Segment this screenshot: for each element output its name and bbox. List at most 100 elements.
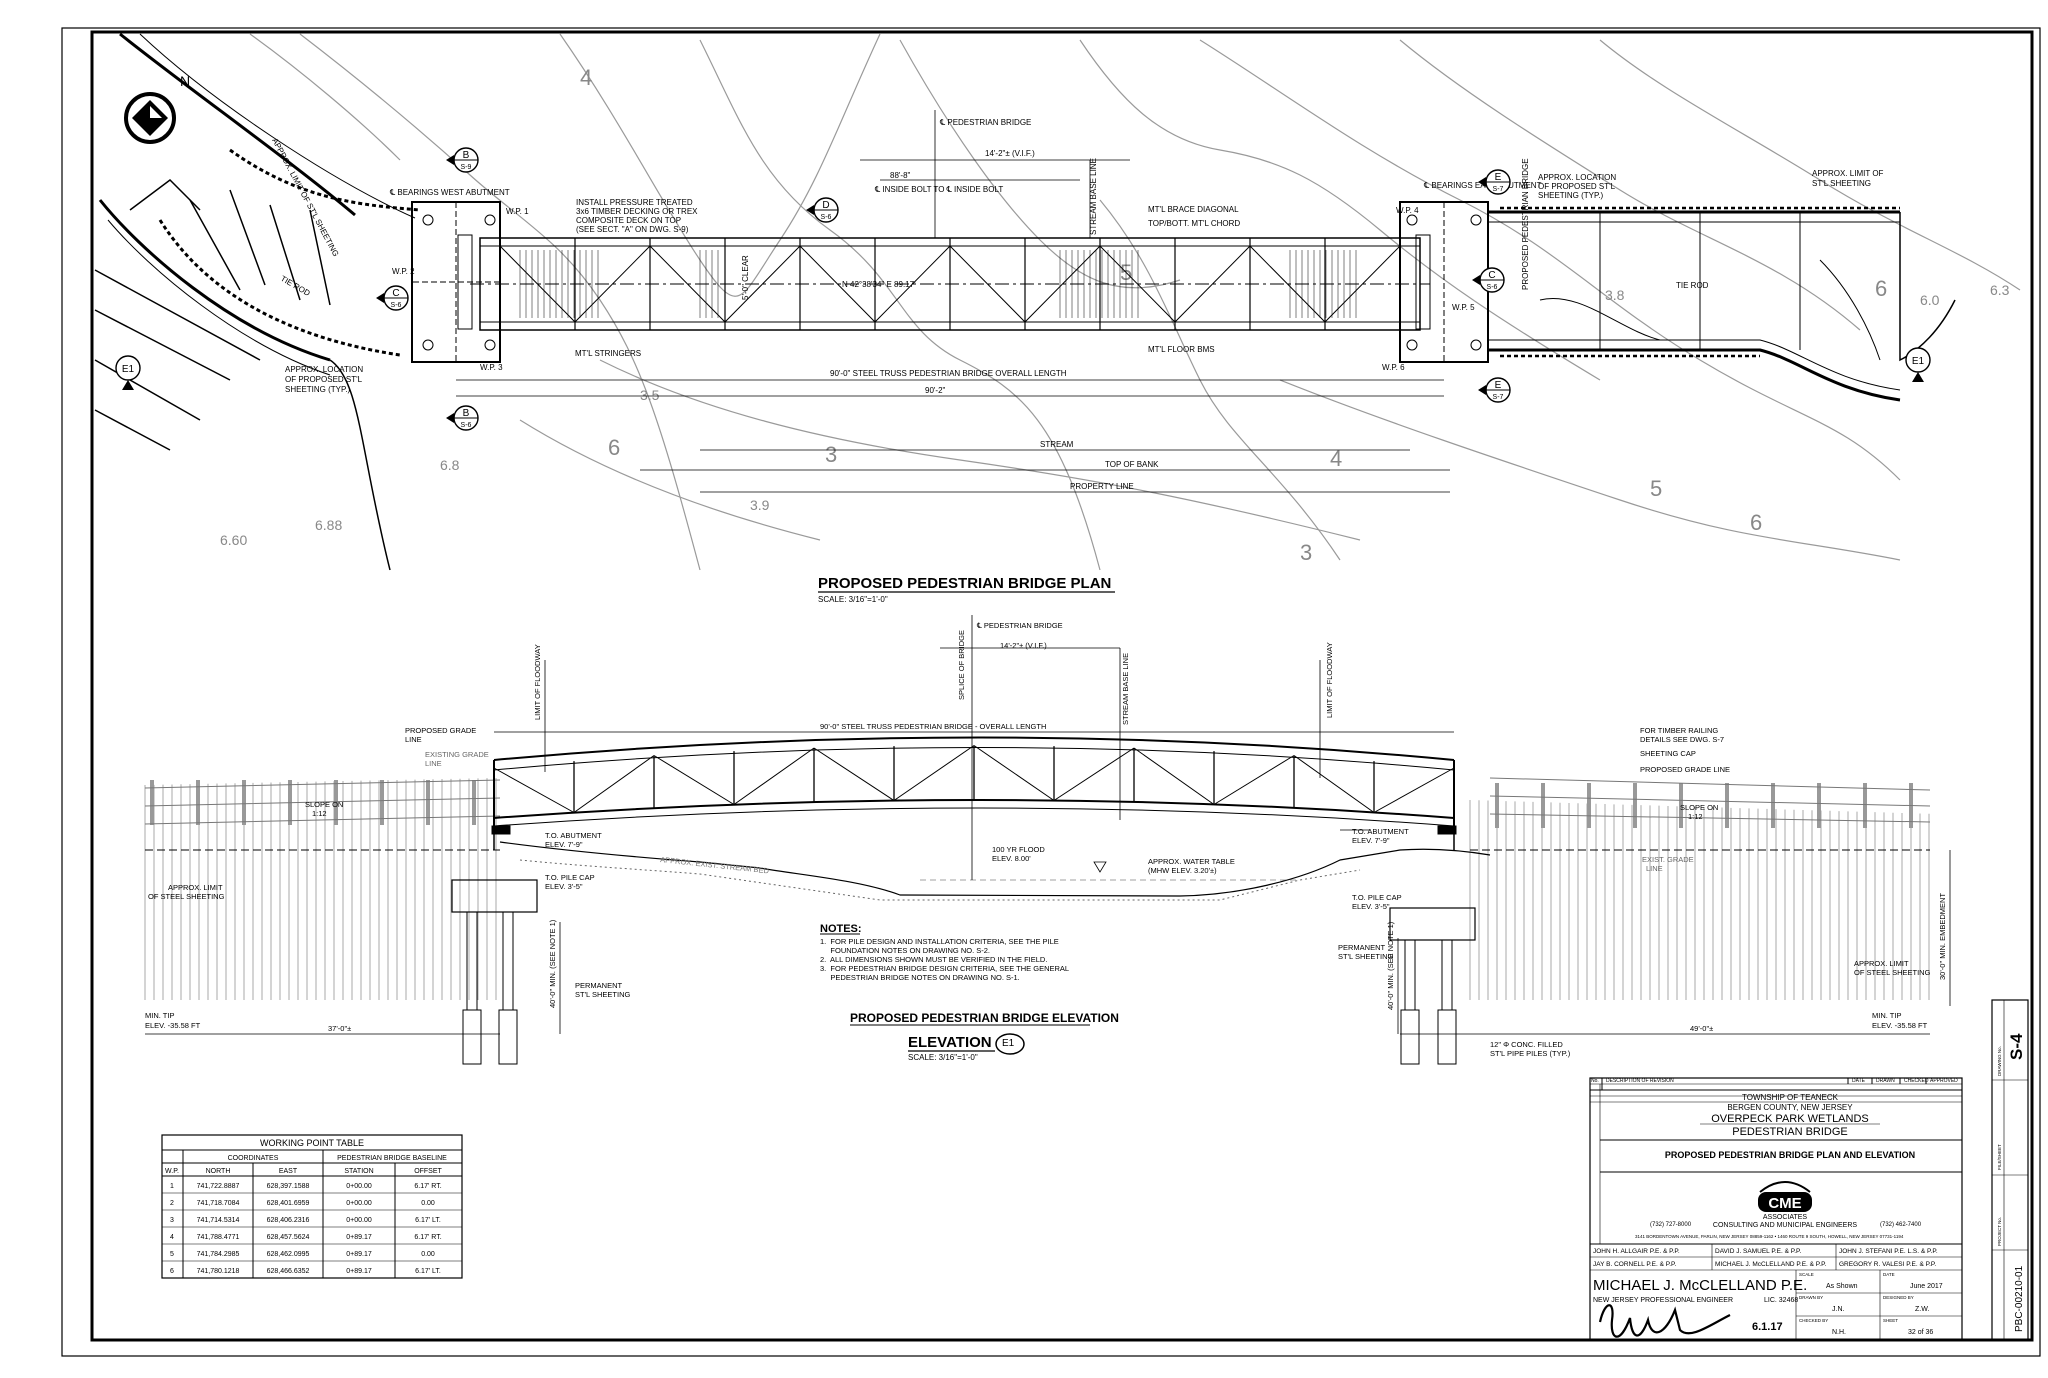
plan-dim-90-2: 90'-2": [925, 386, 946, 395]
elevation-view-label: ELEVATION: [908, 1034, 992, 1051]
elev-mintip-west: MIN. TIP: [145, 1011, 174, 1020]
project-subtitle: PEDESTRIAN BRIDGE: [1732, 1126, 1848, 1138]
contour-label: 3.8: [1605, 287, 1625, 303]
truss-panels: [499, 238, 1401, 330]
contour-label: 6: [608, 435, 620, 460]
railing-post: [1587, 783, 1591, 828]
side-label: DRAWING No.: [1997, 1046, 2002, 1076]
callout-letter: D: [822, 200, 829, 211]
signature: [1598, 1304, 1731, 1338]
elev-floodway-east: LIMIT OF FLOODWAY: [1325, 642, 1334, 718]
plan-sheeting-west: SHEETING (TYP.): [285, 385, 351, 394]
plan-brace-note: TOP/BOTT. MT'L CHORD: [1148, 219, 1240, 228]
elev-proposed-grade-west: LINE: [405, 735, 422, 744]
plan-wp-label: W.P. 3: [480, 363, 503, 372]
owner-line: BERGEN COUNTY, NEW JERSEY: [1727, 1103, 1853, 1112]
contour-label: 6: [1750, 510, 1762, 535]
plan-wp-label: W.P. 1: [506, 207, 529, 216]
plan-inside-bolt-desc: ℄ INSIDE BOLT TO ℄ INSIDE BOLT: [874, 185, 1003, 194]
elev-pipe-piles: 12" Φ CONC. FILLED: [1490, 1040, 1563, 1049]
section-callout: E S-7: [1478, 169, 1511, 195]
railing-post: [1541, 783, 1545, 828]
railing-post: [380, 780, 384, 825]
plan-limit-east: APPROX. LIMIT OF: [1812, 169, 1884, 178]
railing-post: [1725, 783, 1729, 828]
truss-diagonal: [493, 767, 575, 813]
section-callout: ES-7: [1478, 377, 1511, 403]
callout-letter: B: [463, 408, 470, 419]
railing-post: [334, 780, 338, 825]
elev-pilecap-east: T.O. PILE CAP: [1352, 893, 1402, 902]
firm-address: 3141 BORDENTOWN AVENUE, PARLIN, NEW JERS…: [1635, 1234, 1904, 1239]
callout-letter: C: [1488, 270, 1495, 281]
table-cell: 628,457.5624: [267, 1234, 310, 1241]
callout-arrow: [446, 155, 454, 165]
bridge-plan: [470, 237, 1430, 331]
callout-arrow: [1478, 177, 1486, 187]
contour-label: 4: [580, 65, 592, 90]
plan-scale: SCALE: 3/16"=1'-0": [818, 595, 888, 604]
notes-heading: NOTES:: [820, 923, 862, 935]
railing-post: [1817, 783, 1821, 828]
stream-bed: [499, 841, 1491, 901]
elev-dim-east: 49'-0"±: [1690, 1024, 1713, 1033]
callout-sheet: S-7: [1493, 186, 1504, 193]
railing-post: [472, 780, 476, 825]
elev-exist-grade-east: EXIST. GRADE: [1642, 855, 1694, 864]
west-abutment: [411, 201, 501, 363]
truss-diagonal: [973, 745, 1055, 801]
elev-pilecap-west: T.O. PILE CAP: [545, 873, 595, 882]
wp-table-header: EAST: [279, 1168, 298, 1175]
plan-view: 6 4 3 5 6 4 3 5 6 3.9 6.8 6.60 6.88 3.5 …: [94, 32, 2021, 604]
drawing-number: PBC-00210-01: [2014, 1265, 2025, 1332]
callout-arrow: [446, 413, 454, 423]
note-line: 1. FOR PILE DESIGN AND INSTALLATION CRIT…: [820, 937, 1059, 946]
title-block: No. DESCRIPTION OF REVISION DATE DRAWN C…: [1589, 999, 2029, 1341]
firm-phone: (732) 727-8000: [1650, 1222, 1692, 1228]
outer-border: [61, 27, 2041, 1357]
rev-header: DATE: [1852, 1078, 1866, 1084]
elev-floodway-west: LIMIT OF FLOODWAY: [533, 644, 542, 720]
elev-abutment-east: ELEV. 7'-9": [1352, 836, 1390, 845]
rev-header: No.: [1591, 1078, 1599, 1084]
engineer-name: JOHN H. ALLGAIR P.E. & P.P.: [1593, 1248, 1680, 1255]
elev-slope-west: SLOPE ON: [305, 800, 343, 809]
elev-slope-west: 1:12: [312, 809, 327, 818]
brace-diagonal: [949, 245, 1026, 323]
checked-label: CHECKED BY: [1799, 1318, 1828, 1323]
callout-sheet: S-6: [821, 214, 832, 221]
elev-abutment-west: T.O. ABUTMENT: [545, 831, 602, 840]
truss-diagonal: [573, 755, 655, 813]
brace-diagonal: [874, 245, 951, 323]
plan-decking-note: 3x6 TIMBER DECKING OR TREX: [576, 207, 698, 216]
project-name: OVERPECK PARK WETLANDS: [1711, 1113, 1869, 1125]
firm-phone: (732) 462-7400: [1880, 1222, 1922, 1228]
brace-diagonal: [1099, 245, 1176, 323]
plan-overall-label: 90'-0" STEEL TRUSS PEDESTRIAN BRIDGE OVE…: [830, 369, 1067, 378]
truss-web: [493, 745, 1455, 818]
scale-value: As Shown: [1826, 1283, 1858, 1290]
scale-label: SCALE: [1799, 1272, 1814, 1277]
contour-label: 6.0: [1920, 292, 1940, 308]
rev-header: CHECKED: [1904, 1078, 1929, 1084]
elev-pipe-piles: ST'L PIPE PILES (TYP.): [1490, 1049, 1571, 1058]
notes: NOTES: 1. FOR PILE DESIGN AND INSTALLATI…: [820, 923, 1069, 982]
plan-clear-label: 5'-0" CLEAR: [741, 255, 750, 300]
section-callout: CS-6: [376, 285, 409, 311]
plan-brace-note: MT'L BRACE DIAGONAL: [1148, 205, 1239, 214]
truss-elevation: [491, 736, 1457, 850]
east-approach: [1488, 206, 1956, 402]
callout-letter: E: [1495, 172, 1502, 183]
elev-timber-note: DETAILS SEE DWG. S-7: [1640, 735, 1724, 744]
elev-embedment: 30'-0" MIN. EMBEDMENT: [1938, 893, 1947, 980]
elevation-view-tag: [995, 1033, 1025, 1055]
callout-sheet: S-9: [461, 164, 472, 171]
brace-diagonal: [1024, 245, 1101, 323]
contour-labels: 6 4 3 5 6 4 3 5 6 3.9 6.8 6.60 6.88 3.5 …: [220, 65, 2010, 565]
plan-inside-bolt-dim: 88'-8": [890, 171, 911, 180]
firm-logo-text: CME: [1768, 1195, 1801, 1212]
elev-perm-east: PERMANENT: [1338, 943, 1386, 952]
truss-diagonal: [653, 755, 735, 805]
plan-sheeting-west: APPROX. LOCATION: [285, 365, 363, 374]
